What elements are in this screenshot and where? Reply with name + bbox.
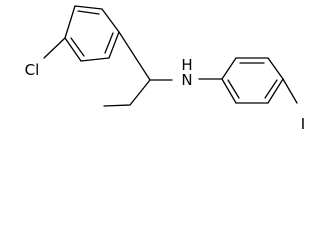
molecule-structure: Cl H N I	[25, 5, 305, 133]
c-cl-bond	[43, 37, 66, 59]
ch-ch2-bond	[129, 79, 151, 106]
double-bond-inner	[104, 32, 114, 54]
bond	[101, 8, 120, 33]
bond	[267, 57, 284, 80]
ring-ch-bond	[118, 31, 151, 81]
ch2-ch3-bond	[103, 104, 131, 107]
iodine-atom-label: I	[301, 115, 305, 133]
c-i-bond	[282, 78, 298, 104]
structure-canvas: Cl H N I	[25, 5, 305, 133]
double-bond-inner	[227, 79, 240, 99]
bond	[267, 78, 284, 104]
bond	[64, 5, 76, 39]
bond	[108, 31, 120, 59]
bond	[74, 5, 103, 10]
bond	[221, 78, 237, 104]
bond	[221, 57, 237, 80]
double-bond-inner	[264, 79, 278, 99]
chlorine-atom-label: Cl	[25, 61, 40, 79]
bond	[80, 57, 110, 62]
iodophenyl-ring	[221, 57, 284, 104]
chlorophenyl-ring	[64, 5, 120, 62]
amine-h-label: H	[181, 56, 192, 74]
double-bond-inner	[70, 37, 85, 57]
double-bond-inner	[77, 10, 100, 15]
bond	[64, 37, 82, 62]
nitrogen-atom-label: N	[181, 71, 192, 89]
